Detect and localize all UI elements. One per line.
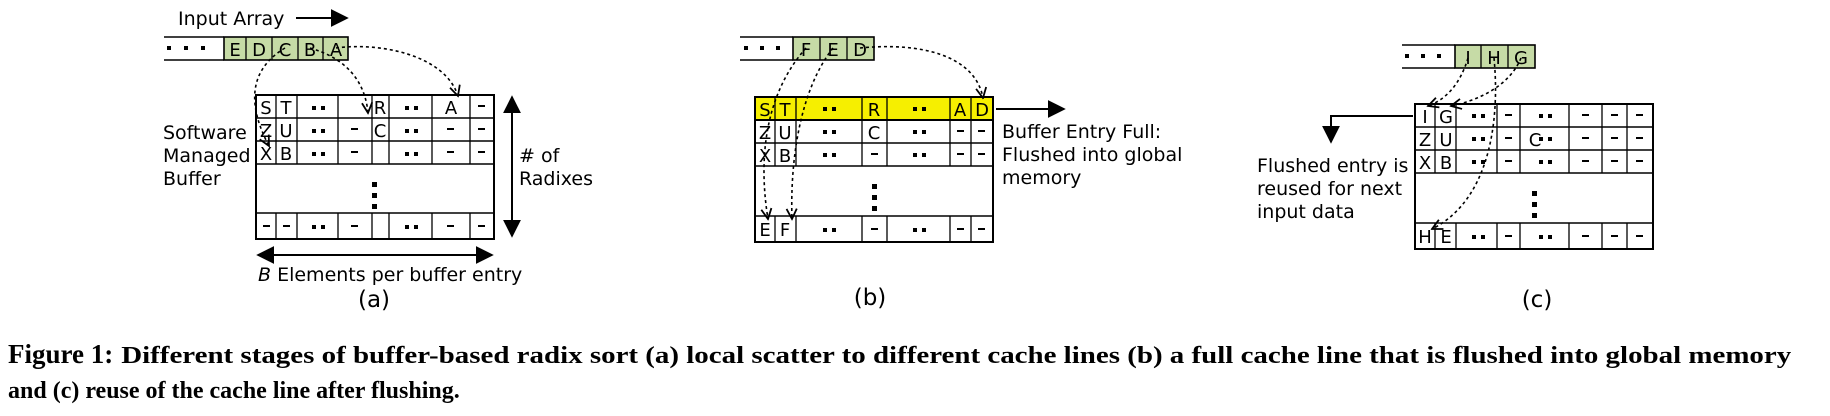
buffer-label-line2: Managed <box>163 145 251 167</box>
caption-line1: Figure 1: Different stages of buffer-base… <box>8 339 1791 369</box>
input-cells-block <box>1454 44 1536 69</box>
caption-line2: and (c) reuse of the cache line after fl… <box>8 378 460 404</box>
radixes-label-line2: Radixes <box>519 168 593 190</box>
caption-text-line1: Different stages of buffer-based radix s… <box>121 343 1791 369</box>
buffer-cell: D <box>975 100 989 121</box>
panel-b-sublabel: (b) <box>854 285 887 311</box>
input-array: E D C B A <box>164 36 349 61</box>
panel-c: I H G I G Z U C X B H E <box>1257 44 1654 313</box>
input-cell: E <box>827 40 838 61</box>
full-label-line1: Buffer Entry Full: <box>1002 121 1161 143</box>
buffer-cell: H <box>1418 227 1432 248</box>
buffer-cell: C <box>868 123 881 144</box>
full-label-line2: Flushed into global <box>1002 144 1182 166</box>
buffer-filler-marks <box>823 107 985 232</box>
buffer-filler-marks <box>1472 114 1643 239</box>
input-array: F E D <box>740 36 875 61</box>
input-cell: D <box>853 40 867 61</box>
reuse-label-line3: input data <box>1257 201 1355 223</box>
scatter-arrows <box>253 45 458 146</box>
input-cell: E <box>229 40 240 61</box>
buffer-cell: X <box>759 146 771 167</box>
panel-a: Input Array E D C B A <box>163 8 593 313</box>
radixes-label-line1: # of <box>519 145 561 167</box>
buffer-cell: Z <box>1419 130 1431 151</box>
buffer-label-line1: Software <box>163 122 247 144</box>
buffer-cell: B <box>280 144 292 165</box>
input-cell: D <box>252 40 266 61</box>
panel-b: F E D S T R A D Z U C X B E F <box>740 36 1182 311</box>
buffer-cell: A <box>445 98 458 119</box>
buffer: S T R A D Z U C X B E F <box>754 96 994 243</box>
figure-caption: Figure 1: Different stages of buffer-base… <box>8 339 1791 404</box>
figure-label: Figure 1: <box>8 339 113 369</box>
input-array: I H G <box>1402 44 1536 69</box>
input-array-label: Input Array <box>178 8 284 30</box>
software-managed-buffer: S T R A Z U C X B <box>255 94 495 240</box>
buffer-cell: X <box>1419 153 1431 174</box>
buffer-cell: Z <box>759 123 771 144</box>
buffer-cell: E <box>759 220 770 241</box>
reuse-arrow <box>1322 115 1413 144</box>
buffer-cell: R <box>868 100 881 121</box>
buffer-cell: R <box>374 98 387 119</box>
buffer-cell: X <box>260 144 272 165</box>
scatter-arrows <box>1428 57 1522 229</box>
buffer-cell: B <box>1440 153 1452 174</box>
scatter-arrows <box>764 45 983 219</box>
buffer-cell: U <box>1439 130 1452 151</box>
buffer-label-line3: Buffer <box>163 168 221 190</box>
input-cell: A <box>330 40 343 61</box>
buffer-cell: I <box>1422 107 1427 128</box>
buffer-cell: U <box>279 121 292 142</box>
buffer-cell: S <box>759 100 770 121</box>
width-label-rest: Elements per buffer entry <box>271 264 522 286</box>
input-cell: F <box>801 40 811 61</box>
reuse-label-line1: Flushed entry is <box>1257 155 1408 177</box>
buffer-filler-marks <box>263 105 485 229</box>
panel-a-sublabel: (a) <box>358 287 390 313</box>
ellipsis-dots <box>1405 54 1441 58</box>
width-label-italic: B <box>258 264 271 286</box>
input-cell: B <box>304 40 316 61</box>
buffer-cell: C <box>374 121 387 142</box>
buffer-cell: T <box>280 98 293 119</box>
input-cell: C <box>279 40 292 61</box>
width-label: B Elements per buffer entry <box>258 264 522 286</box>
buffer-cell: A <box>954 100 967 121</box>
buffer-cell: F <box>780 220 790 241</box>
ellipsis-dots <box>167 46 205 50</box>
full-buffer-row <box>754 96 994 121</box>
buffer-cell: C <box>1529 130 1542 151</box>
buffer: I G Z U C X B H E <box>1414 103 1654 250</box>
panel-c-sublabel: (c) <box>1522 287 1553 313</box>
buffer-cell: B <box>779 146 791 167</box>
ellipsis-dots <box>744 46 780 50</box>
buffer-cell: E <box>1440 227 1451 248</box>
input-cells-block <box>223 36 349 61</box>
full-label-line3: memory <box>1002 167 1081 189</box>
buffer-cell: G <box>1439 107 1453 128</box>
buffer-cell: S <box>260 98 271 119</box>
buffer-cell: U <box>778 123 791 144</box>
buffer-cell: T <box>779 100 792 121</box>
reuse-label-line2: reused for next <box>1257 178 1402 200</box>
